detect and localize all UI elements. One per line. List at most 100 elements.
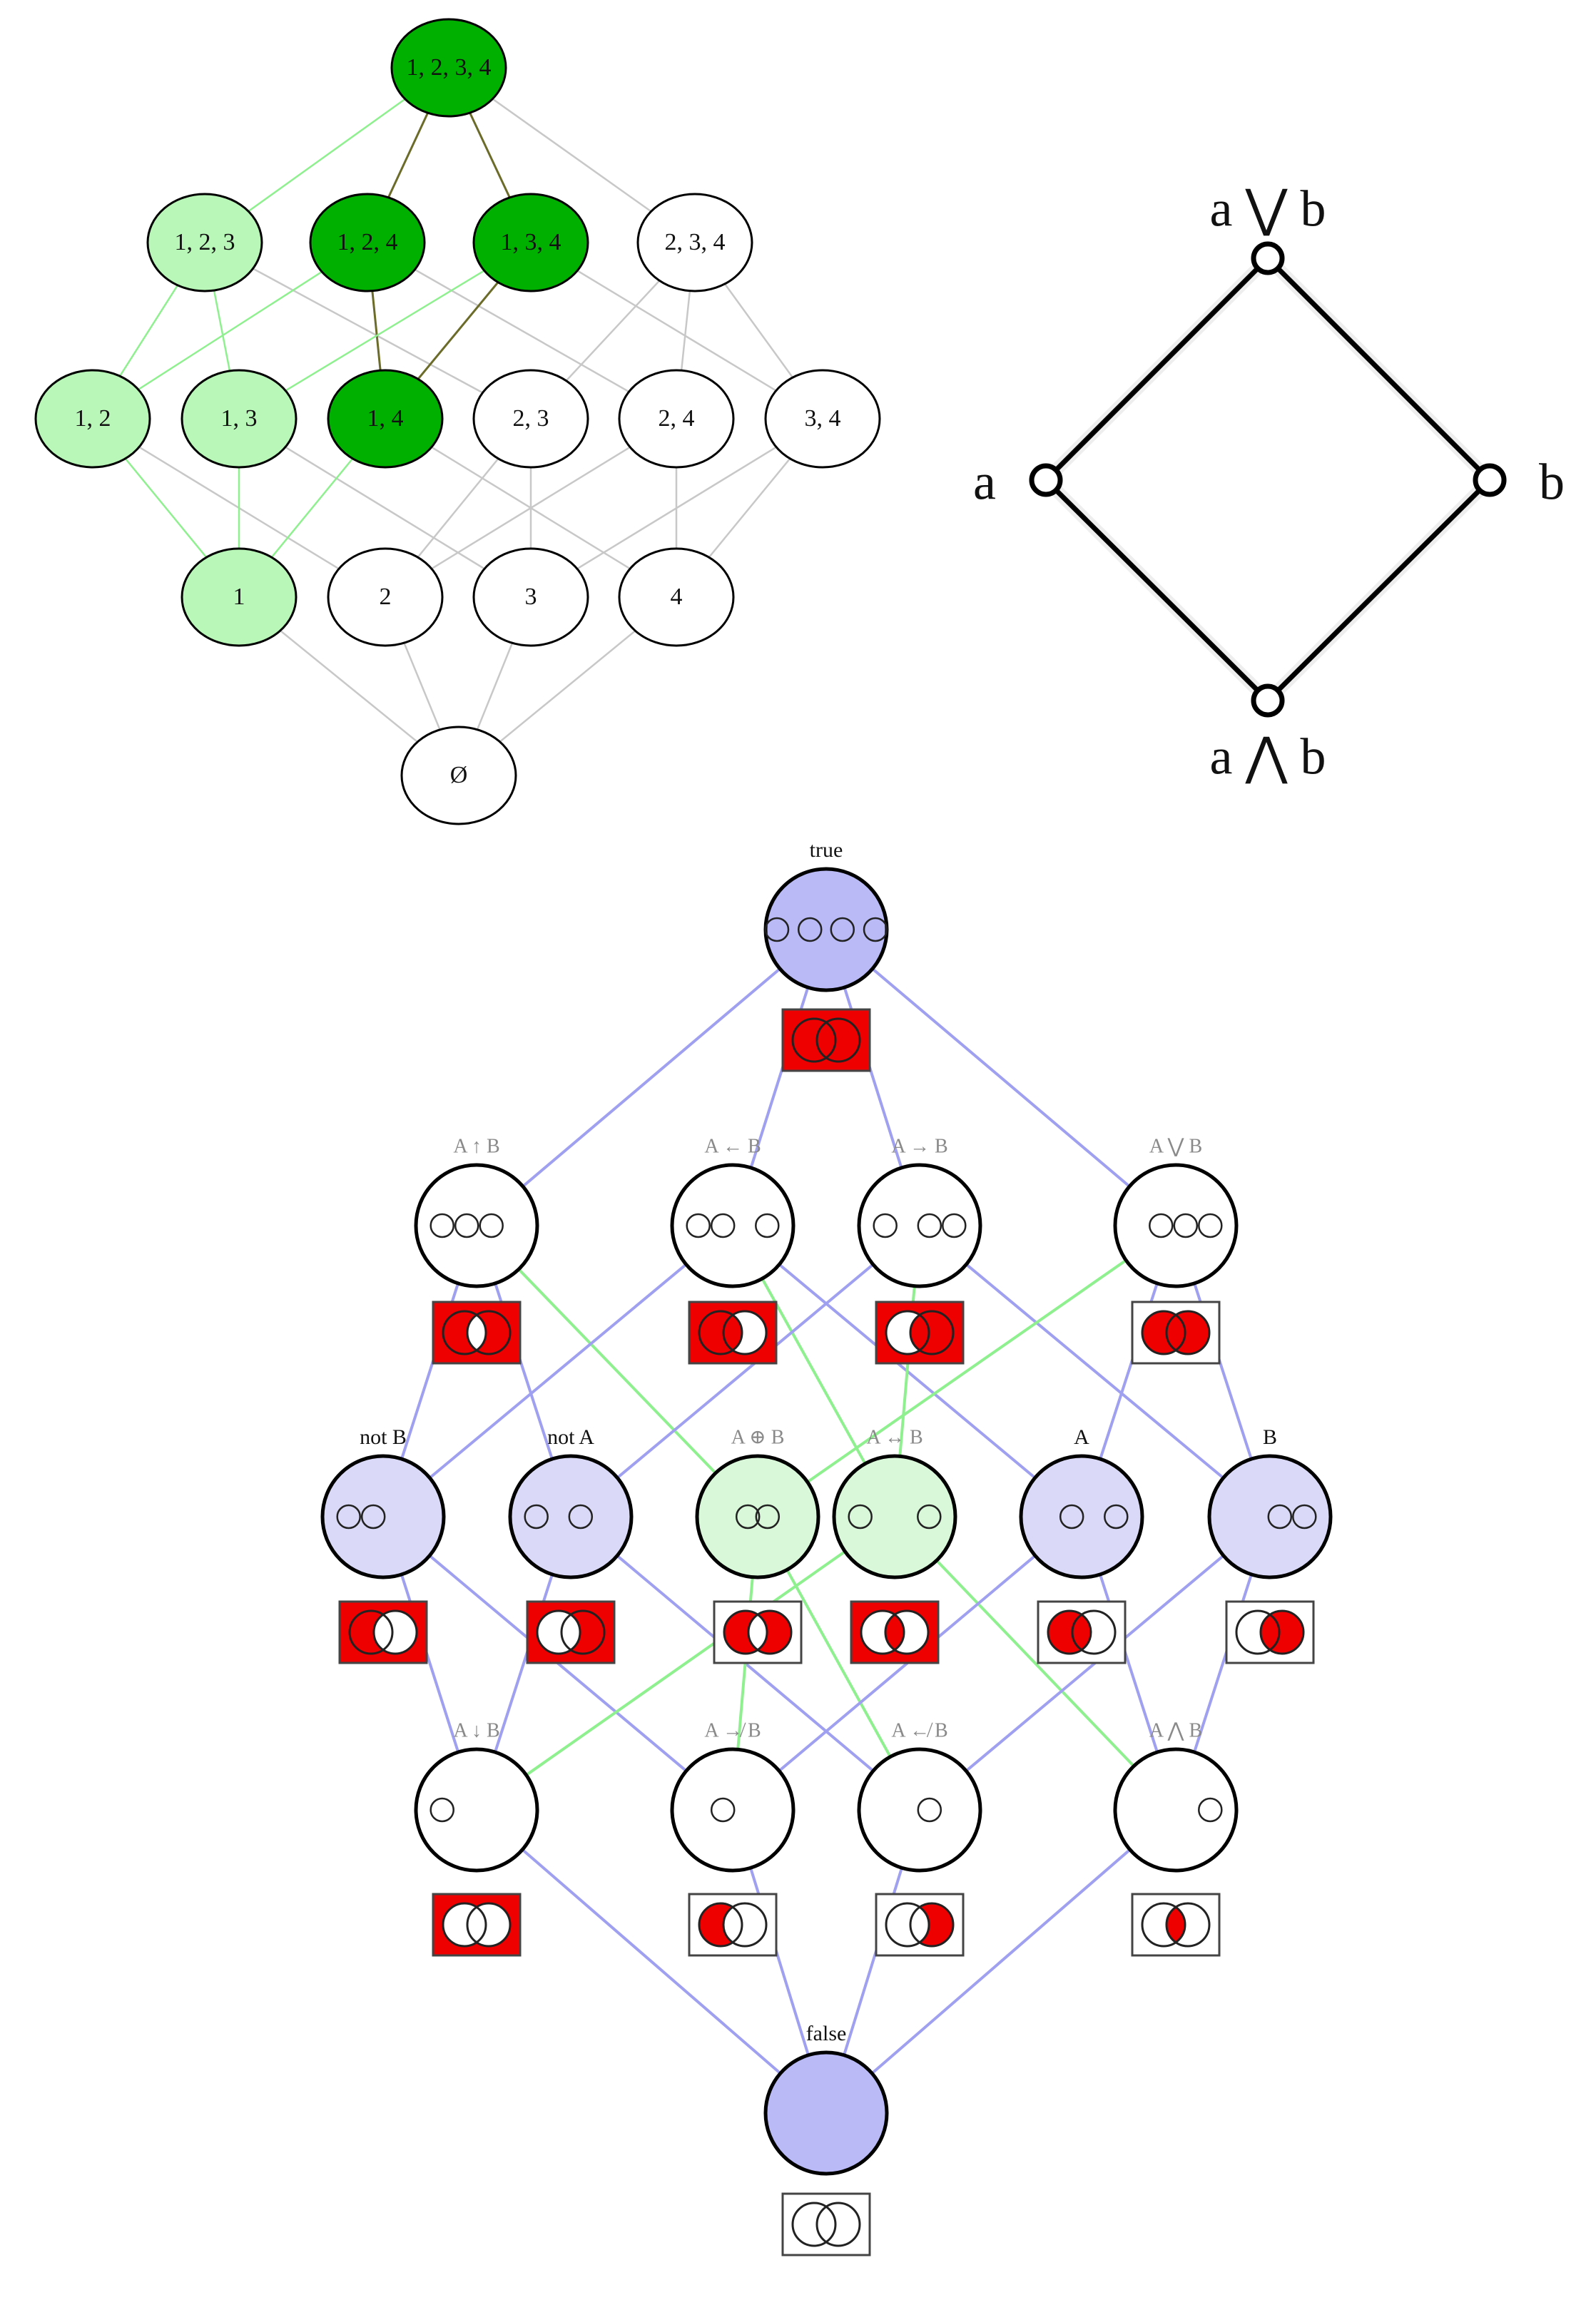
venn-intersection (1261, 1611, 1279, 1654)
venn-outline-a (723, 1609, 768, 1655)
subset-node: 1, 4 (327, 369, 444, 469)
boolean-node-label: A ⋀ B (1149, 1719, 1202, 1741)
venn-intersection (885, 1611, 904, 1654)
diamond-node-circle (1251, 683, 1285, 718)
diamond-node-circle (1029, 463, 1063, 497)
diamond-edge (1266, 478, 1492, 703)
venn-intersection (1072, 1611, 1091, 1654)
truth-row-circle (917, 1213, 942, 1238)
boolean-node-label: B (1263, 1425, 1277, 1449)
subset-node-label: 1, 4 (367, 405, 404, 432)
venn-diagram (1131, 1893, 1221, 1957)
truth-row-circle (1059, 1504, 1084, 1530)
venn-outline-a (885, 1310, 930, 1355)
diamond-node-circle (1251, 241, 1285, 275)
truth-row-circle (755, 1213, 780, 1238)
truth-row-circle (917, 1797, 942, 1823)
subset-node-ellipse (618, 547, 735, 647)
truth-row-circle (1198, 1213, 1223, 1238)
venn-intersection (1166, 1903, 1185, 1946)
boolean-node-impl: A → B (857, 1135, 982, 1365)
venn-outline-a (885, 1902, 930, 1948)
subset-node: 3, 4 (764, 369, 881, 469)
subset-node-label: 4 (671, 584, 683, 610)
venn-intersection (723, 1903, 742, 1946)
venn-diagram (688, 1301, 778, 1365)
diamond-edge (1266, 256, 1492, 482)
venn-intersection (817, 1019, 835, 1062)
truth-row-circle (1149, 1213, 1174, 1238)
truth-row-circle (524, 1504, 549, 1530)
boolean-edge (475, 1224, 759, 1518)
venn-outline-b (722, 1902, 768, 1948)
venn-outline-b (815, 1017, 861, 1063)
boolean-node-circle (832, 1454, 957, 1579)
truth-row-circle (830, 917, 855, 942)
venn-outline-a (698, 1902, 743, 1948)
truth-row-circle (1104, 1504, 1129, 1530)
truth-row-circle (430, 1213, 454, 1238)
boolean-node-label: A (1074, 1425, 1089, 1449)
truth-row-circle (755, 1504, 781, 1530)
venn-intersection (817, 2203, 835, 2246)
diamond-node-label: a ⋀ b (1209, 728, 1326, 785)
diamond-node-a: a (973, 454, 1063, 511)
subset-node-ellipse (327, 369, 444, 469)
boolean-node-circle (1207, 1454, 1333, 1579)
subset-node-label: 1, 3 (221, 405, 258, 432)
boolean-node-label: A ↓ B (453, 1719, 499, 1741)
diamond-edge (1044, 256, 1270, 482)
boolean-node-nimpl: A ↛ B (670, 1719, 796, 1957)
boolean-node-label: A → B (891, 1135, 947, 1157)
boolean-node-circle (1113, 1747, 1239, 1873)
subset-node-label: 2, 3, 4 (665, 229, 726, 255)
truth-row-circle (430, 1797, 454, 1823)
boolean-node-B: B (1207, 1425, 1333, 1664)
subset-node-ellipse (146, 193, 263, 292)
subset-node-ellipse (636, 193, 753, 292)
boolean-node-xor: A ⊕ B (695, 1426, 820, 1664)
boolean-edge (475, 928, 828, 1227)
truth-row-circle (863, 917, 888, 942)
boolean-node-notb: not B (320, 1425, 446, 1664)
subset-edge (238, 417, 532, 599)
venn-outline-a (348, 1609, 394, 1655)
truth-row-circle (1173, 1213, 1199, 1238)
boolean-node-true: true (763, 838, 889, 1072)
subset-node: 1, 2, 4 (309, 193, 426, 292)
venn-diagram (781, 1008, 871, 1072)
venn-outline-b (909, 1902, 955, 1948)
subset-node-ellipse (390, 18, 507, 118)
venn-outline-a (1141, 1902, 1186, 1948)
boolean-edge (825, 1808, 1177, 2115)
boolean-node-false: false (763, 2022, 889, 2256)
subset-edge (385, 417, 677, 599)
venn-intersection (374, 1611, 392, 1654)
venn-diagram (688, 1893, 778, 1957)
venn-outline-b (372, 1609, 418, 1655)
boolean-edge (475, 1808, 828, 2115)
subset-node: 4 (618, 547, 735, 647)
venn-outline-b (560, 1609, 606, 1655)
venn-diagram (338, 1600, 428, 1664)
subset-node: 1 (181, 547, 298, 647)
boolean-node-nota: not A (508, 1425, 634, 1664)
subset-node-label: 1, 2, 3, 4 (407, 54, 492, 81)
subset-node-label: 2, 4 (659, 405, 695, 432)
diamond-node-meet: a ⋀ b (1209, 683, 1326, 785)
venn-outline-b (884, 1609, 930, 1655)
venn-diagram (526, 1600, 616, 1664)
venn-intersection (910, 1903, 929, 1946)
diamond-node-join: a ⋁ b (1209, 180, 1326, 275)
venn-diagram (875, 1301, 965, 1365)
boolean-node-ncimpl: A ↚ B (857, 1719, 982, 1957)
venn-outline-b (909, 1310, 955, 1355)
venn-outline-a (1235, 1609, 1281, 1655)
venn-intersection (467, 1311, 486, 1354)
subset-edge (204, 241, 532, 420)
subset-node-label: 2 (380, 584, 392, 610)
boolean-node-circle (695, 1454, 820, 1579)
truth-row-circle (360, 1504, 386, 1530)
venn-diagram (432, 1301, 522, 1365)
